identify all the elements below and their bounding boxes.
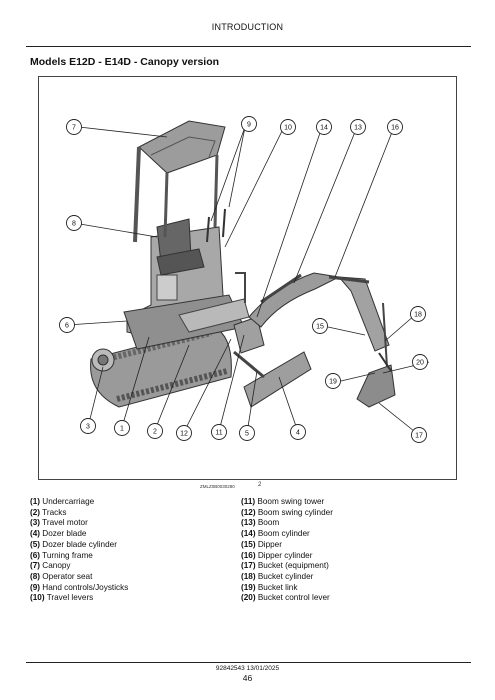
legend-item: (3) Travel motor [30, 518, 128, 529]
svg-text:19: 19 [329, 379, 337, 386]
callout-14: 14 [317, 120, 332, 135]
callout-17: 17 [412, 428, 427, 443]
legend-left-column: (1) Undercarriage (2) Tracks (3) Travel … [30, 497, 128, 604]
callout-13: 13 [351, 120, 366, 135]
figure-code: ZMLZ0B0030280 [200, 484, 235, 489]
callout-16: 16 [388, 120, 403, 135]
legend-item: (15) Dipper [241, 540, 333, 551]
svg-text:4: 4 [296, 430, 300, 437]
callout-2: 2 [148, 424, 163, 439]
callout-4: 4 [291, 425, 306, 440]
legend-item: (17) Bucket (equipment) [241, 561, 333, 572]
upper-structure-drawing [124, 209, 249, 349]
legend-item: (9) Hand controls/Joysticks [30, 583, 128, 594]
callout-9: 9 [242, 117, 257, 132]
legend-item: (13) Boom [241, 518, 333, 529]
svg-text:2: 2 [153, 429, 157, 436]
svg-text:8: 8 [72, 221, 76, 228]
legend-item: (18) Bucket cylinder [241, 572, 333, 583]
legend-item: (8) Operator seat [30, 572, 128, 583]
svg-text:3: 3 [86, 424, 90, 431]
callout-8: 8 [67, 216, 82, 231]
callout-18: 18 [411, 307, 426, 322]
legend-item: (5) Dozer blade cylinder [30, 540, 128, 551]
callout-7: 7 [67, 120, 82, 135]
callout-5: 5 [240, 426, 255, 441]
section-title: Models E12D - E14D - Canopy version [30, 56, 219, 68]
svg-text:20: 20 [416, 360, 424, 367]
callout-19: 19 [326, 374, 341, 389]
legend-item: (16) Dipper cylinder [241, 551, 333, 562]
callout-12: 12 [177, 426, 192, 441]
legend-item: (6) Turning frame [30, 551, 128, 562]
legend-item: (1) Undercarriage [30, 497, 128, 508]
svg-text:18: 18 [414, 312, 422, 319]
svg-text:17: 17 [415, 433, 423, 440]
callout-20: 20 [413, 355, 428, 370]
header-divider [26, 46, 471, 47]
svg-text:15: 15 [316, 324, 324, 331]
svg-text:13: 13 [354, 125, 362, 132]
dozer-blade-drawing [234, 352, 311, 407]
legend-item: (10) Travel levers [30, 593, 128, 604]
callout-11: 11 [212, 425, 227, 440]
legend-item: (12) Boom swing cylinder [241, 508, 333, 519]
svg-text:7: 7 [72, 125, 76, 132]
svg-text:1: 1 [120, 426, 124, 433]
svg-text:10: 10 [284, 125, 292, 132]
svg-text:12: 12 [180, 431, 188, 438]
legend-item: (4) Dozer blade [30, 529, 128, 540]
callout-3: 3 [81, 419, 96, 434]
excavator-figure: 7 9 10 14 13 16 8 6 15 18 20 19 3 1 2 [38, 76, 457, 480]
svg-text:16: 16 [391, 125, 399, 132]
legend-item: (11) Boom swing tower [241, 497, 333, 508]
callout-15: 15 [313, 319, 328, 334]
legend-item: (19) Bucket link [241, 583, 333, 594]
svg-text:5: 5 [245, 431, 249, 438]
page-header: INTRODUCTION [0, 22, 495, 32]
legend-item: (2) Tracks [30, 508, 128, 519]
legend-right-column: (11) Boom swing tower (12) Boom swing cy… [241, 497, 333, 604]
svg-text:9: 9 [247, 122, 251, 129]
svg-text:11: 11 [215, 430, 222, 437]
legend-item: (20) Bucket control lever [241, 593, 333, 604]
page-number: 46 [0, 673, 495, 683]
callout-1: 1 [115, 421, 130, 436]
svg-text:14: 14 [320, 125, 328, 132]
footer-divider [26, 662, 471, 663]
legend-item: (7) Canopy [30, 561, 128, 572]
callout-10: 10 [281, 120, 296, 135]
excavator-illustration: 7 9 10 14 13 16 8 6 15 18 20 19 3 1 2 [39, 77, 457, 480]
figure-number: 2 [258, 482, 261, 488]
svg-text:6: 6 [65, 323, 69, 330]
document-code: 92842543 13/01/2025 [0, 665, 495, 672]
legend-item: (14) Boom cylinder [241, 529, 333, 540]
callout-6: 6 [60, 318, 75, 333]
